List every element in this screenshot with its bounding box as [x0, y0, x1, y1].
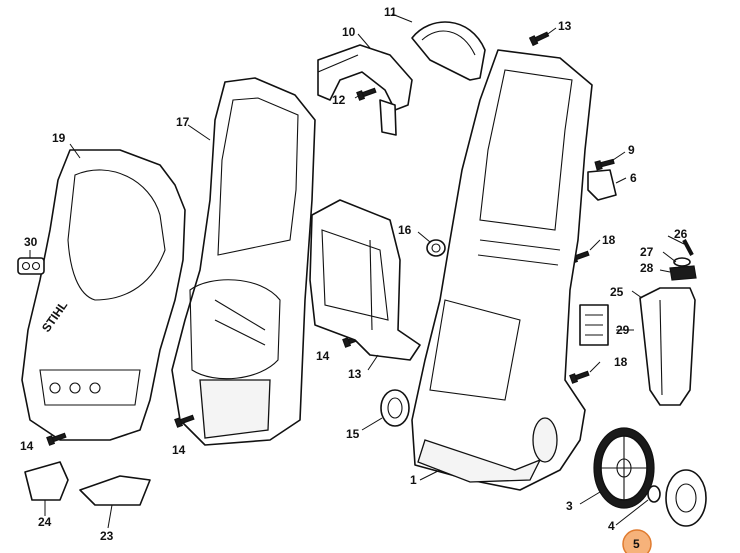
part-24-tray[interactable]	[24, 461, 69, 501]
callout-30: 30	[24, 235, 38, 249]
part-1-main-body[interactable]	[411, 49, 593, 491]
callout-1: 1	[410, 473, 417, 487]
screw-14c	[46, 432, 67, 446]
callout-14-left: 14	[20, 439, 34, 453]
part-3-wheel[interactable]	[593, 427, 655, 509]
part-19-front-cover[interactable]: STIHL	[21, 149, 186, 441]
screw-12	[356, 87, 377, 101]
callout-27: 27	[640, 245, 654, 259]
callout-15: 15	[346, 427, 360, 441]
callout-14-middle: 14	[316, 349, 330, 363]
part-25-tank[interactable]	[639, 287, 696, 406]
callout-3: 3	[566, 499, 573, 513]
part-13-inner-shroud[interactable]	[309, 199, 421, 361]
part-4-washer[interactable]	[647, 485, 661, 503]
callout-17: 17	[176, 115, 190, 129]
part-16-knob[interactable]	[426, 239, 446, 257]
callout-13-top: 13	[558, 19, 572, 33]
callout-23: 23	[100, 529, 114, 543]
part-30-plate[interactable]	[17, 257, 45, 275]
callout-18-top: 18	[602, 233, 616, 247]
part-10-bracket[interactable]	[317, 44, 413, 136]
part-11-handle-cover[interactable]	[411, 21, 486, 81]
callout-13-middle: 13	[348, 367, 362, 381]
callout-29: 29	[616, 323, 630, 337]
screw-18b	[569, 370, 590, 384]
part-26-rod[interactable]	[682, 239, 694, 256]
callout-5: 5	[633, 537, 640, 551]
callout-4: 4	[608, 519, 615, 533]
callout-6: 6	[630, 171, 637, 185]
callout-labels: 11 13 10 12 17 19 9 6 16 26 18 30 27 28 …	[20, 5, 688, 553]
screw-14b	[174, 414, 195, 428]
part-15-reel-hub[interactable]	[380, 389, 410, 427]
callout-10: 10	[342, 25, 356, 39]
callout-25: 25	[610, 285, 624, 299]
callout-16: 16	[398, 223, 412, 237]
part-23-tray[interactable]	[79, 475, 151, 506]
callout-9: 9	[628, 143, 635, 157]
callout-24: 24	[38, 515, 52, 529]
callout-11: 11	[384, 5, 397, 19]
screw-13-top	[528, 31, 550, 47]
part-6-cap[interactable]	[587, 169, 617, 201]
callout-14-bottom: 14	[172, 443, 186, 457]
callout-highlight-5	[622, 529, 652, 553]
part-28-cap[interactable]	[669, 265, 697, 281]
part-29-label[interactable]	[579, 304, 609, 346]
callout-26: 26	[674, 227, 688, 241]
callout-28: 28	[640, 261, 654, 275]
leader-lines	[29, 13, 685, 529]
part-27-ring[interactable]	[673, 257, 691, 267]
callout-19: 19	[52, 131, 66, 145]
callout-12: 12	[332, 93, 346, 107]
part-17-frame[interactable]	[171, 77, 316, 446]
screw-9	[594, 158, 615, 171]
callout-18-bottom: 18	[614, 355, 628, 369]
part-5-hubcap[interactable]	[665, 469, 707, 527]
